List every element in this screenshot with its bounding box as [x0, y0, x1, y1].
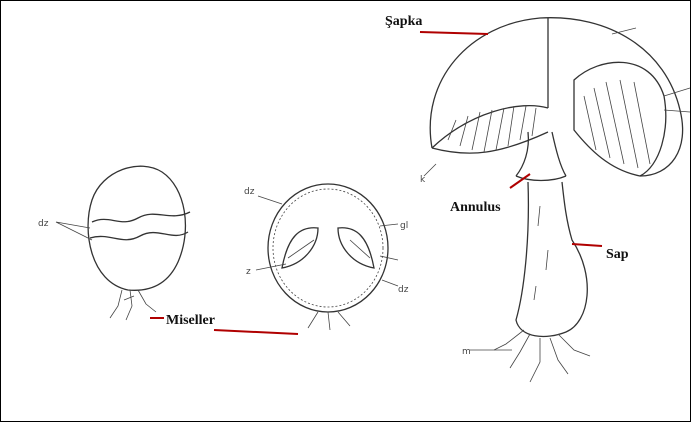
sketch-mark: k	[420, 175, 426, 185]
sap-pointer-line	[572, 244, 602, 246]
sketch-mark: dz	[38, 219, 49, 229]
annulus-pointer-line	[510, 174, 530, 188]
sap-label: Sap	[606, 247, 629, 262]
sketch-mark: dz	[398, 285, 409, 295]
egg-stage-drawing	[56, 166, 190, 320]
sapka-pointer-line	[420, 32, 488, 34]
sapka-label: Şapka	[385, 14, 422, 29]
annulus-label: Annulus	[450, 200, 501, 215]
sketch-mark: z	[246, 267, 251, 277]
section-stage-drawing	[256, 184, 398, 330]
sketch-mark: gl	[400, 221, 408, 231]
miseller-label: Miseller	[166, 313, 215, 328]
sketch-mark: m	[462, 347, 471, 357]
gills-right	[584, 80, 650, 168]
gills-left	[448, 106, 536, 152]
sketch-mark: dz	[244, 187, 255, 197]
miseller-pointer-line-2	[214, 330, 298, 334]
